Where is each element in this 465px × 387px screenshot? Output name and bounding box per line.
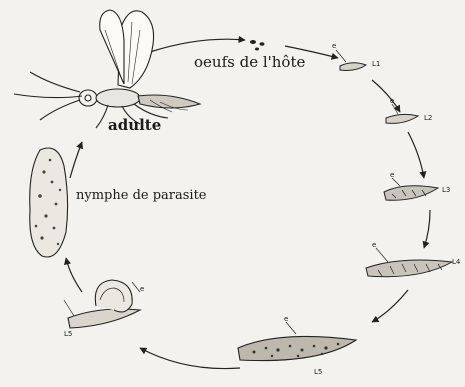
host-larva-l1-drawing [336, 50, 366, 70]
stage-code-l5-host: L5 [314, 368, 322, 376]
parasite-nymph-label: nymphe de parasite [76, 188, 207, 203]
stage-code-l3: L3 [442, 186, 450, 194]
arrow-larva-to-nymph [66, 258, 82, 292]
stage-code-l4: L4 [452, 258, 460, 266]
arrow-l1-to-l2 [372, 80, 400, 112]
arrow-adult-to-eggs [150, 39, 245, 52]
host-larva-l2-drawing [386, 104, 418, 123]
stage-code-l5-parasite: L5 [64, 330, 72, 338]
parasite-larva-drawing [64, 280, 140, 328]
arrow-l3-to-l4 [424, 210, 430, 248]
marker-e-l4: e [372, 241, 376, 249]
arrow-l5-to-parasite-larva [140, 348, 240, 369]
marker-e-l1: e [332, 42, 336, 50]
adult-label: adulte [108, 116, 161, 134]
arrow-l4-to-l5 [372, 290, 408, 322]
marker-e-l5: e [284, 315, 288, 323]
host-larva-l5-drawing [238, 322, 356, 361]
stage-code-l1: L1 [372, 60, 380, 68]
host-eggs-label: oeufs de l'hôte [194, 53, 305, 71]
marker-e-l3: e [390, 171, 394, 179]
marker-e-parasite: e [140, 285, 144, 293]
host-eggs-drawing [250, 40, 265, 51]
host-larva-l4-drawing [366, 248, 452, 277]
parasite-nymph-drawing [30, 148, 68, 257]
host-larva-l3-drawing [384, 178, 438, 200]
adult-wasp-drawing [14, 10, 200, 128]
stage-code-l2: L2 [424, 114, 432, 122]
arrow-l2-to-l3 [408, 132, 424, 178]
marker-e-l2: e [390, 97, 394, 105]
arrow-nymph-to-adult [70, 142, 82, 178]
